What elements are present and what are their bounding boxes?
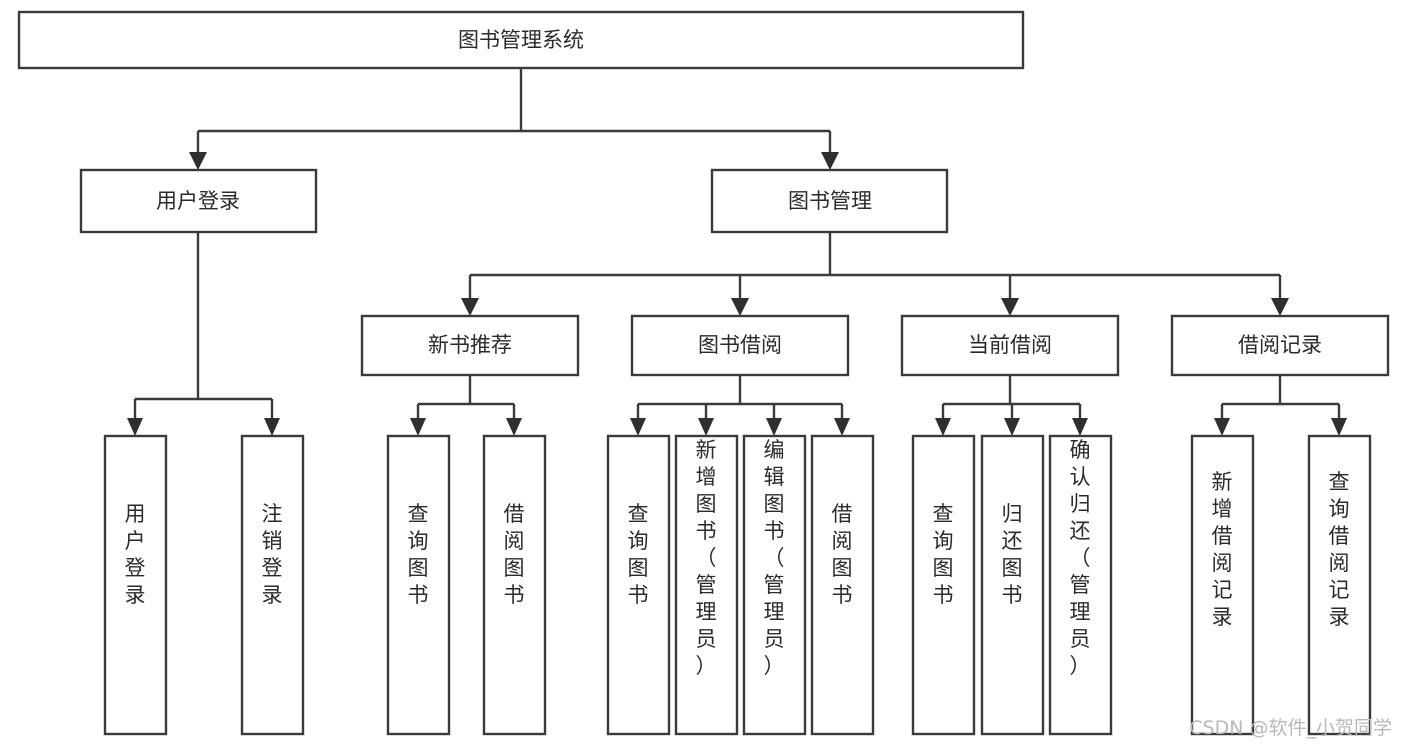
- node-leaf-user-login-box[interactable]: [103, 434, 168, 736]
- node-new-book-recommend-label: 新书推荐: [428, 333, 512, 357]
- node-root-box[interactable]: [17, 10, 1025, 70]
- node-root[interactable]: 图书管理系统: [17, 10, 1025, 70]
- arrow-leaf-add-record: [1214, 418, 1230, 436]
- node-leaf-query-book-3-box[interactable]: [911, 434, 976, 736]
- node-leaf-return-book-label: 归还图书: [1002, 502, 1023, 607]
- node-leaf-borrow-book-2[interactable]: 借阅图书: [810, 434, 875, 736]
- node-current-borrow-label: 当前借阅: [968, 333, 1052, 357]
- arrow-leaf-query-record: [1331, 418, 1347, 436]
- arrow-leaf-query-book-1: [410, 418, 426, 436]
- csdn-watermark: CSDN @软件_小贺同学: [1189, 717, 1392, 739]
- node-borrow-record-label: 借阅记录: [1238, 333, 1322, 357]
- node-leaf-query-book-3[interactable]: 查询图书: [911, 434, 976, 736]
- arrow-leaf-logout-login: [264, 418, 280, 436]
- node-leaf-query-book-2[interactable]: 查询图书: [606, 434, 671, 736]
- node-leaf-borrow-book-1-label: 借阅图书: [504, 502, 525, 607]
- arrow-leaf-confirm-return: [1072, 418, 1088, 436]
- node-user-login-label: 用户登录: [156, 189, 240, 213]
- arrow-to-current-borrow: [1001, 298, 1019, 316]
- node-new-book-recommend-box[interactable]: [360, 314, 580, 377]
- node-leaf-query-book-2-box[interactable]: [606, 434, 671, 736]
- node-borrow-record-box[interactable]: [1170, 314, 1390, 377]
- node-leaf-query-record-box[interactable]: [1307, 434, 1372, 736]
- node-leaf-query-book-2-label: 查询图书: [628, 502, 649, 607]
- node-leaf-return-book-box[interactable]: [980, 434, 1045, 736]
- node-book-management-box[interactable]: [710, 168, 949, 234]
- node-book-borrow-box[interactable]: [630, 314, 850, 377]
- node-leaf-query-book-3-label: 查询图书: [933, 502, 954, 607]
- node-current-borrow-box[interactable]: [900, 314, 1120, 377]
- node-leaf-query-book-1-label: 查询图书: [408, 502, 429, 607]
- node-borrow-record[interactable]: 借阅记录: [1170, 314, 1390, 377]
- node-leaf-borrow-book-1-box[interactable]: [482, 434, 547, 736]
- arrow-leaf-add-book: [698, 418, 714, 436]
- node-leaf-user-login[interactable]: 用户登录: [103, 434, 168, 736]
- node-leaf-borrow-book-2-label: 借阅图书: [832, 502, 853, 607]
- arrow-to-user-login: [189, 152, 207, 170]
- arrow-leaf-return-book: [1004, 418, 1020, 436]
- node-leaf-edit-book-box[interactable]: [742, 434, 807, 736]
- node-leaf-add-book-label: 新增图书（管理员）: [696, 438, 717, 678]
- node-leaf-borrow-book-1[interactable]: 借阅图书: [482, 434, 547, 736]
- node-leaf-confirm-return-label: 确认归还（管理员）: [1070, 438, 1091, 678]
- arrow-leaf-query-book-3: [935, 418, 951, 436]
- arrow-to-new-book-recommend: [461, 298, 479, 316]
- arrow-leaf-borrow-book-2: [834, 418, 850, 436]
- arrow-to-book-borrow: [731, 298, 749, 316]
- node-leaf-logout-login-label: 注销登录: [262, 502, 283, 607]
- arrow-to-borrow-record: [1271, 298, 1289, 316]
- node-leaf-add-record[interactable]: 新增借阅记录: [1190, 434, 1255, 736]
- node-new-book-recommend[interactable]: 新书推荐: [360, 314, 580, 377]
- node-leaf-query-record-label: 查询借阅记录: [1329, 470, 1350, 629]
- node-leaf-query-record[interactable]: 查询借阅记录: [1307, 434, 1372, 736]
- node-leaf-add-record-label: 新增借阅记录: [1212, 470, 1233, 629]
- arrow-leaf-query-book-2: [630, 418, 646, 436]
- node-leaf-query-book-1[interactable]: 查询图书: [386, 434, 451, 736]
- node-leaf-add-book[interactable]: 新增图书（管理员）: [674, 434, 739, 736]
- node-current-borrow[interactable]: 当前借阅: [900, 314, 1120, 377]
- node-leaf-confirm-return-box[interactable]: [1048, 434, 1113, 736]
- node-leaf-add-book-box[interactable]: [674, 434, 739, 736]
- arrow-leaf-borrow-book-1: [506, 418, 522, 436]
- arrow-to-book-management: [821, 152, 839, 170]
- node-leaf-logout-login-box[interactable]: [240, 434, 305, 736]
- node-leaf-add-record-box[interactable]: [1190, 434, 1255, 736]
- node-book-management-label: 图书管理: [788, 189, 872, 213]
- arrow-leaf-user-login: [127, 418, 143, 436]
- node-leaf-edit-book[interactable]: 编辑图书（管理员）: [742, 434, 807, 736]
- node-book-management[interactable]: 图书管理: [710, 168, 949, 234]
- node-leaf-logout-login[interactable]: 注销登录: [240, 434, 305, 736]
- node-leaf-confirm-return[interactable]: 确认归还（管理员）: [1048, 434, 1113, 736]
- node-user-login[interactable]: 用户登录: [79, 168, 318, 234]
- node-leaf-borrow-book-2-box[interactable]: [810, 434, 875, 736]
- node-leaf-return-book[interactable]: 归还图书: [980, 434, 1045, 736]
- node-book-borrow-label: 图书借阅: [698, 333, 782, 357]
- node-leaf-edit-book-label: 编辑图书（管理员）: [764, 438, 785, 678]
- node-root-label: 图书管理系统: [458, 28, 584, 52]
- connector-layer: [127, 68, 1347, 436]
- node-book-borrow[interactable]: 图书借阅: [630, 314, 850, 377]
- node-leaf-query-book-1-box[interactable]: [386, 434, 451, 736]
- node-leaf-user-login-label: 用户登录: [125, 502, 146, 607]
- node-user-login-box[interactable]: [79, 168, 318, 234]
- arrow-leaf-edit-book: [766, 418, 782, 436]
